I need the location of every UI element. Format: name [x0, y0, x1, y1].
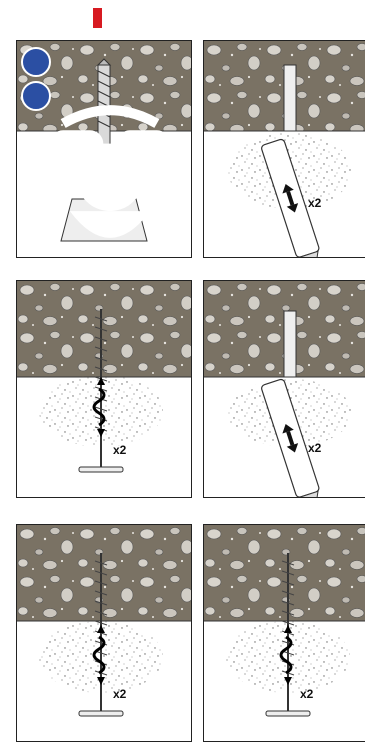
brush-illustration	[17, 281, 191, 497]
repeat-count: x2	[113, 687, 126, 701]
dust-mask-icon	[21, 81, 51, 111]
step-brush-3: x2	[203, 524, 365, 742]
blow-pump-illustration	[204, 41, 365, 257]
section-marker	[93, 8, 102, 28]
blow-pump-illustration	[204, 281, 365, 497]
step-drill-hole	[16, 40, 192, 258]
brush-handle	[79, 467, 123, 472]
repeat-count: x2	[113, 443, 126, 457]
brush-illustration	[17, 525, 191, 741]
step-brush-1: x2	[16, 280, 192, 498]
repeat-count: x2	[308, 441, 321, 455]
repeat-count: x2	[300, 687, 313, 701]
step-brush-2: x2	[16, 524, 192, 742]
brush-handle	[79, 711, 123, 716]
brush-handle	[266, 711, 310, 716]
step-blow-out-1: x2	[203, 40, 365, 258]
repeat-count: x2	[308, 196, 321, 210]
eye-protection-icon	[21, 47, 51, 77]
step-blow-out-2: x2	[203, 280, 365, 498]
brush-illustration	[204, 525, 365, 741]
